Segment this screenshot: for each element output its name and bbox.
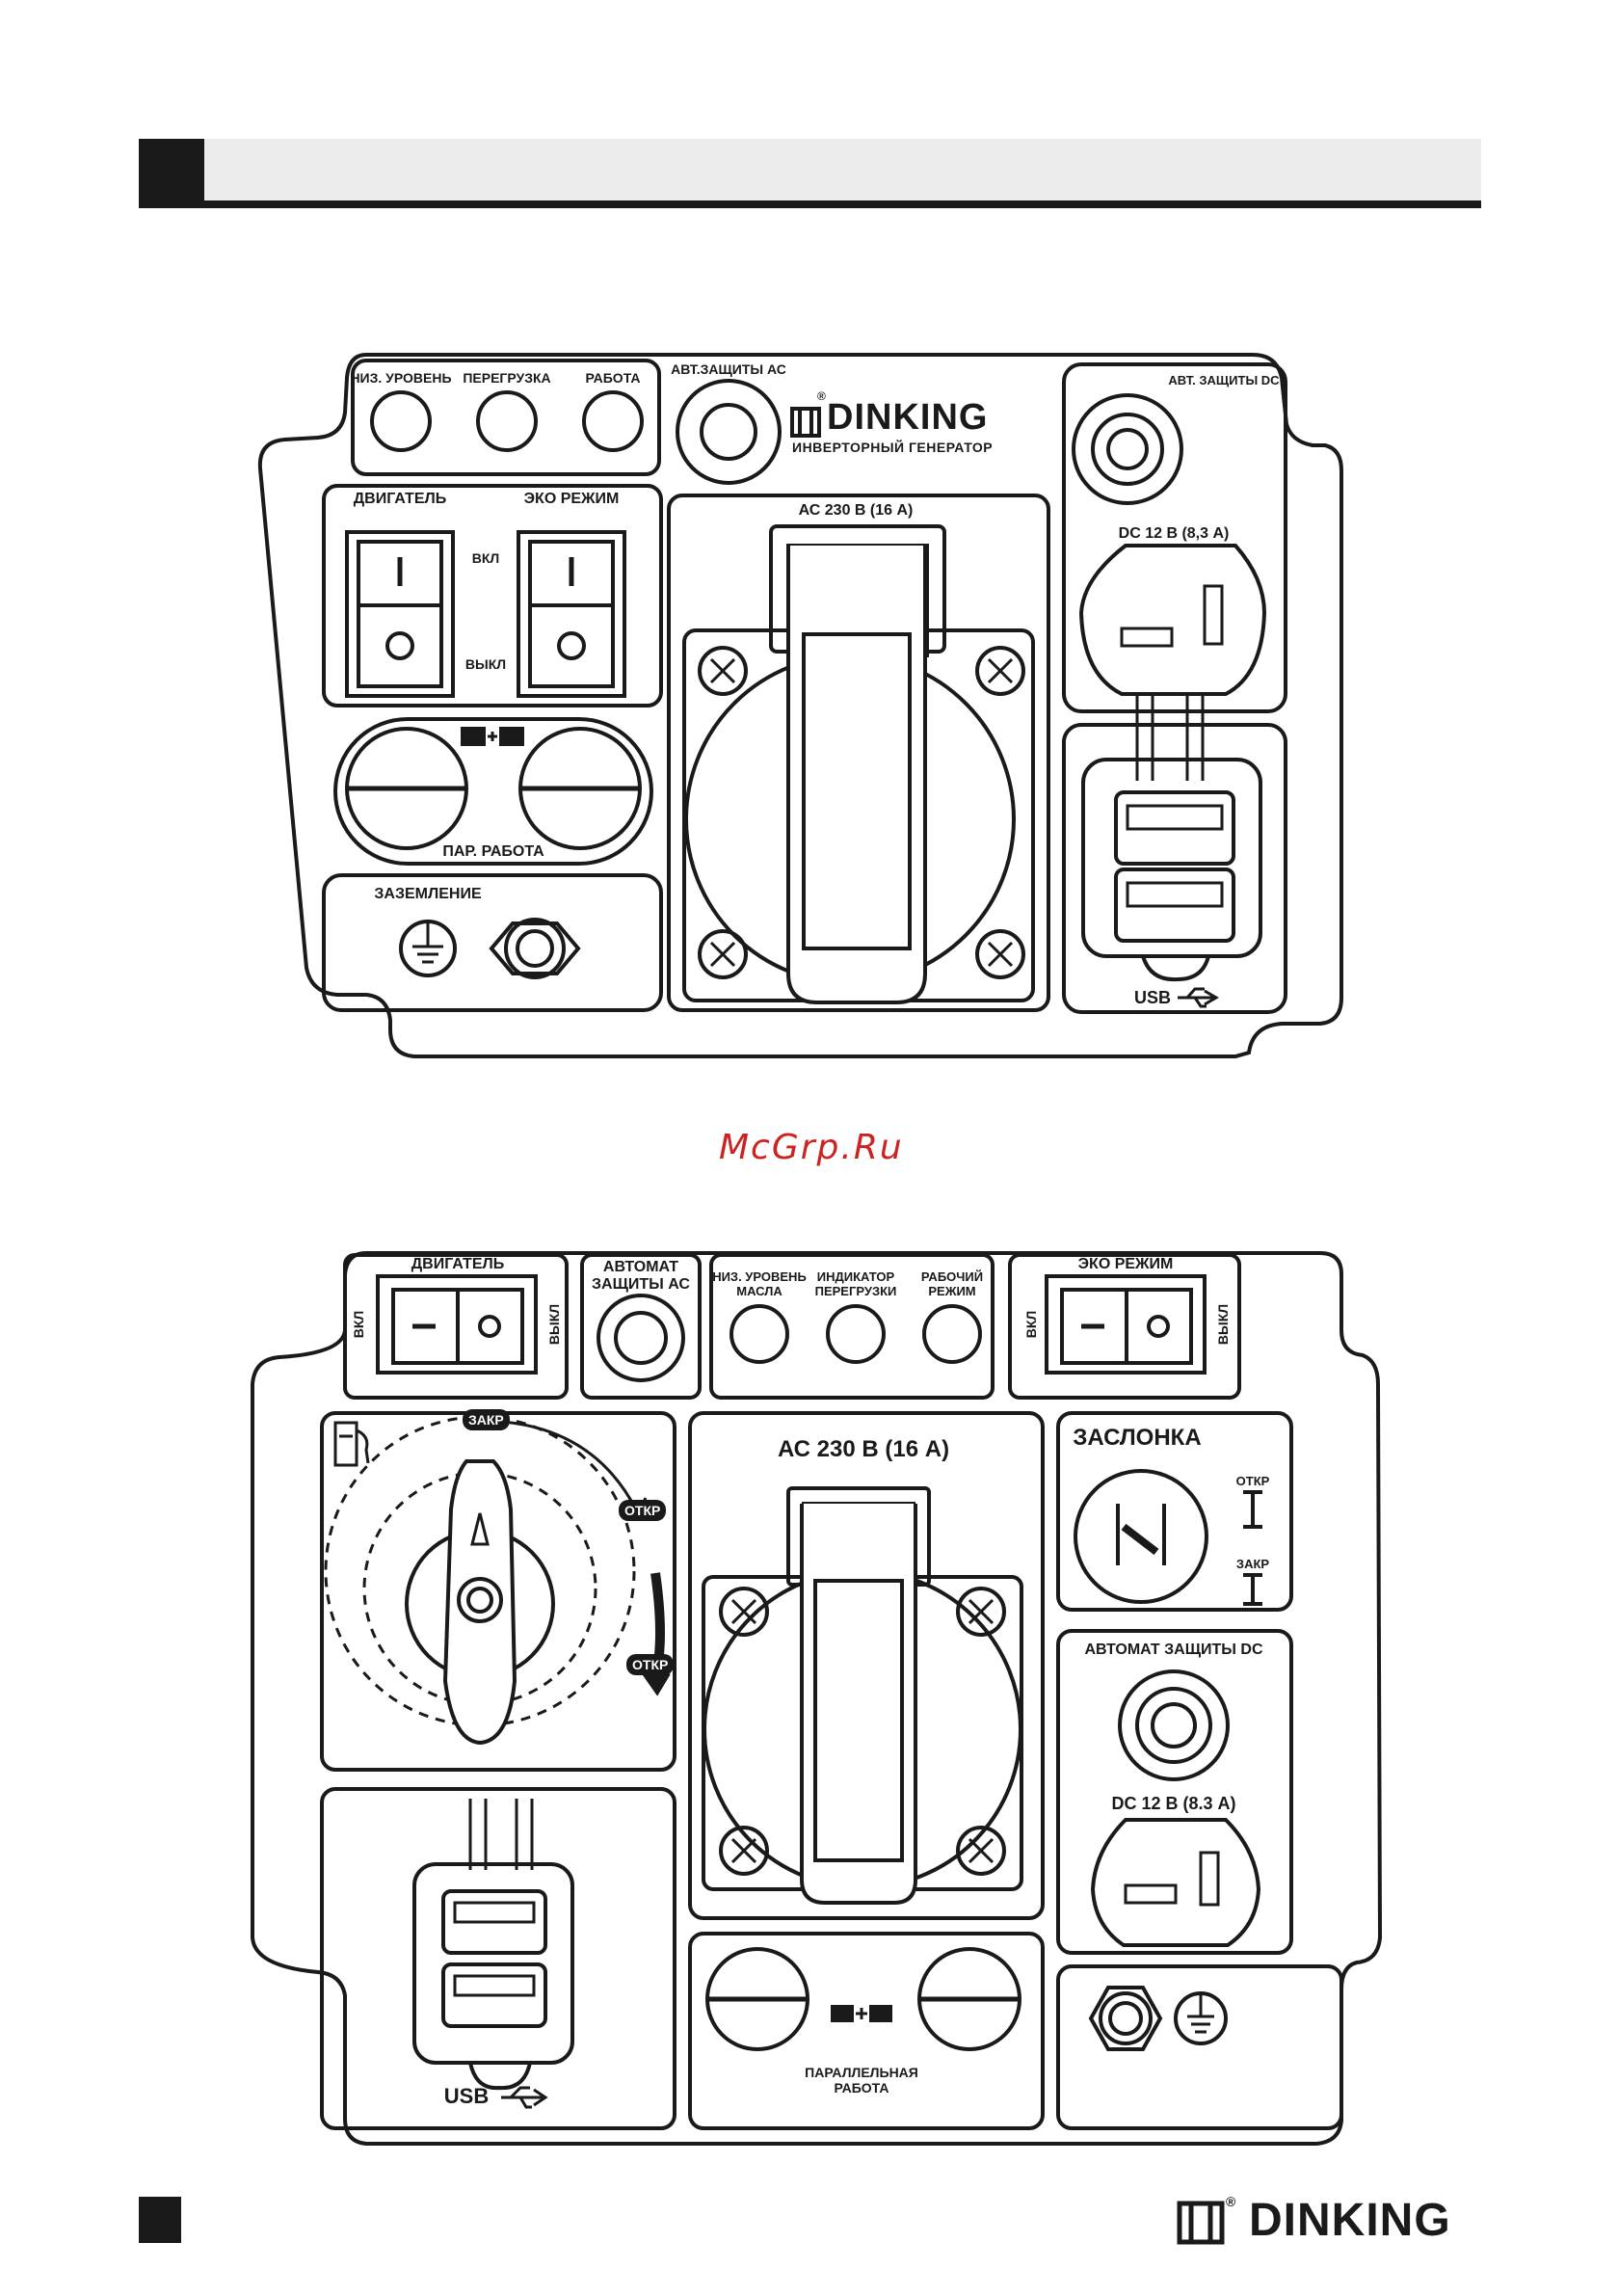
footer-brand-name: DINKING	[1249, 2195, 1451, 2246]
p1-work-label: РАБОТА	[585, 370, 641, 386]
p2-engine-on-label: ВКЛ	[351, 1310, 367, 1339]
p1-ac-socket	[667, 494, 1050, 1012]
p1-dc-block	[1062, 362, 1287, 713]
p1-on-label: ВКЛ	[471, 550, 500, 566]
p2-choke-closed-label: ЗАКР	[1235, 1557, 1270, 1571]
p2-choke	[1056, 1411, 1293, 1612]
p2-engine-off-label: ВЫКЛ	[546, 1303, 563, 1346]
p1-usb-label: USB	[1133, 988, 1172, 1007]
panel-1-outline	[257, 353, 1343, 1058]
p1-ac-breaker	[676, 379, 782, 485]
p2-usb-block	[320, 1787, 676, 2130]
p2-eco-label: ЭКО РЕЖИМ	[1077, 1256, 1174, 1272]
p2-engine-label: ДВИГАТЕЛЬ	[411, 1256, 505, 1272]
p2-choke-label: ЗАСЛОНКА	[1073, 1425, 1202, 1451]
p1-logo-mark	[790, 407, 821, 438]
p1-engine-label: ДВИГАТЕЛЬ	[353, 491, 447, 507]
p2-parallel-label: ПАРАЛЛЕЛЬНАЯ РАБОТА	[805, 2065, 918, 2096]
p2-choke-open-label: ОТКР	[1235, 1474, 1270, 1488]
p1-parallel-block	[333, 717, 653, 866]
p2-indicators	[709, 1253, 995, 1400]
p1-low-level-label: НИЗ. УРОВЕНЬ	[350, 370, 452, 386]
p1-parallel-label: ПАР. РАБОТА	[442, 843, 544, 860]
p2-valve-closed-label: ЗАКР	[463, 1409, 510, 1430]
p2-eco-on-label: ВКЛ	[1023, 1310, 1040, 1339]
p1-off-label: ВЫКЛ	[464, 656, 507, 672]
p1-ac-breaker-label: АВТ.ЗАЩИТЫ АС	[671, 361, 786, 377]
p2-ac-socket	[688, 1411, 1045, 1920]
watermark: McGrp.Ru	[719, 1128, 904, 1167]
p2-eco-switch	[1008, 1253, 1241, 1400]
footer-brand-reg: ®	[1226, 2194, 1236, 2209]
p2-engine-switch	[343, 1253, 569, 1400]
header-band	[204, 139, 1481, 200]
p1-switch-block	[322, 484, 663, 707]
p2-ac-breaker	[580, 1253, 702, 1400]
p2-eco-off-label: ВЫКЛ	[1215, 1303, 1232, 1346]
p1-ground-label: ЗАЗЕМЛЕНИЕ	[374, 886, 482, 902]
p1-dc-socket-label: DC 12 В (8,3 А)	[1118, 525, 1230, 542]
p2-parallel-block	[688, 1932, 1045, 2130]
p2-usb-label: USB	[443, 2084, 490, 2108]
p1-indicators	[351, 359, 661, 476]
p2-oil-level-label: НИЗ. УРОВЕНЬ МАСЛА	[712, 1269, 807, 1298]
p1-brand-name: DINKING	[827, 397, 989, 438]
p2-dc-block	[1056, 1629, 1293, 1955]
p2-ground-block	[1056, 1964, 1343, 2130]
p2-dc-socket-label: DC 12 В (8.3 А)	[1111, 1794, 1236, 1813]
panel-2-outline	[251, 1251, 1383, 2146]
p1-brand-reg: ®	[817, 389, 827, 403]
p2-fuel-valve	[320, 1411, 676, 1772]
header-block	[139, 139, 204, 208]
p1-dc-breaker-label: АВТ. ЗАЩИТЫ DC	[1168, 373, 1280, 387]
p2-valve-open-label-2: ОТКР	[626, 1654, 675, 1675]
p2-valve-open-label-1: ОТКР	[619, 1500, 667, 1521]
p2-work-mode-label: РАБОЧИЙ РЕЖИМ	[920, 1269, 984, 1298]
p2-ac-breaker-label: АВТОМАТ ЗАЩИТЫ АС	[592, 1259, 690, 1294]
p1-ground-block	[322, 873, 663, 1012]
footer-block	[139, 2197, 181, 2243]
p1-usb-block	[1062, 694, 1287, 1014]
p1-overload-label: ПЕРЕГРУЗКА	[463, 370, 551, 386]
footer-logo-mark	[1177, 2201, 1225, 2245]
p1-eco-label: ЭКО РЕЖИМ	[523, 491, 620, 507]
header-rule	[139, 200, 1481, 208]
p1-brand-sub: ИНВЕРТОРНЫЙ ГЕНЕРАТОР	[792, 440, 994, 455]
p1-ac-socket-label: АС 230 В (16 А)	[798, 502, 914, 519]
p2-dc-breaker-label: АВТОМАТ ЗАЩИТЫ DC	[1084, 1642, 1263, 1658]
p2-ac-socket-label: АС 230 В (16 А)	[777, 1436, 950, 1462]
p2-overload-label: ИНДИКАТОР ПЕРЕГРУЗКИ	[814, 1269, 897, 1298]
